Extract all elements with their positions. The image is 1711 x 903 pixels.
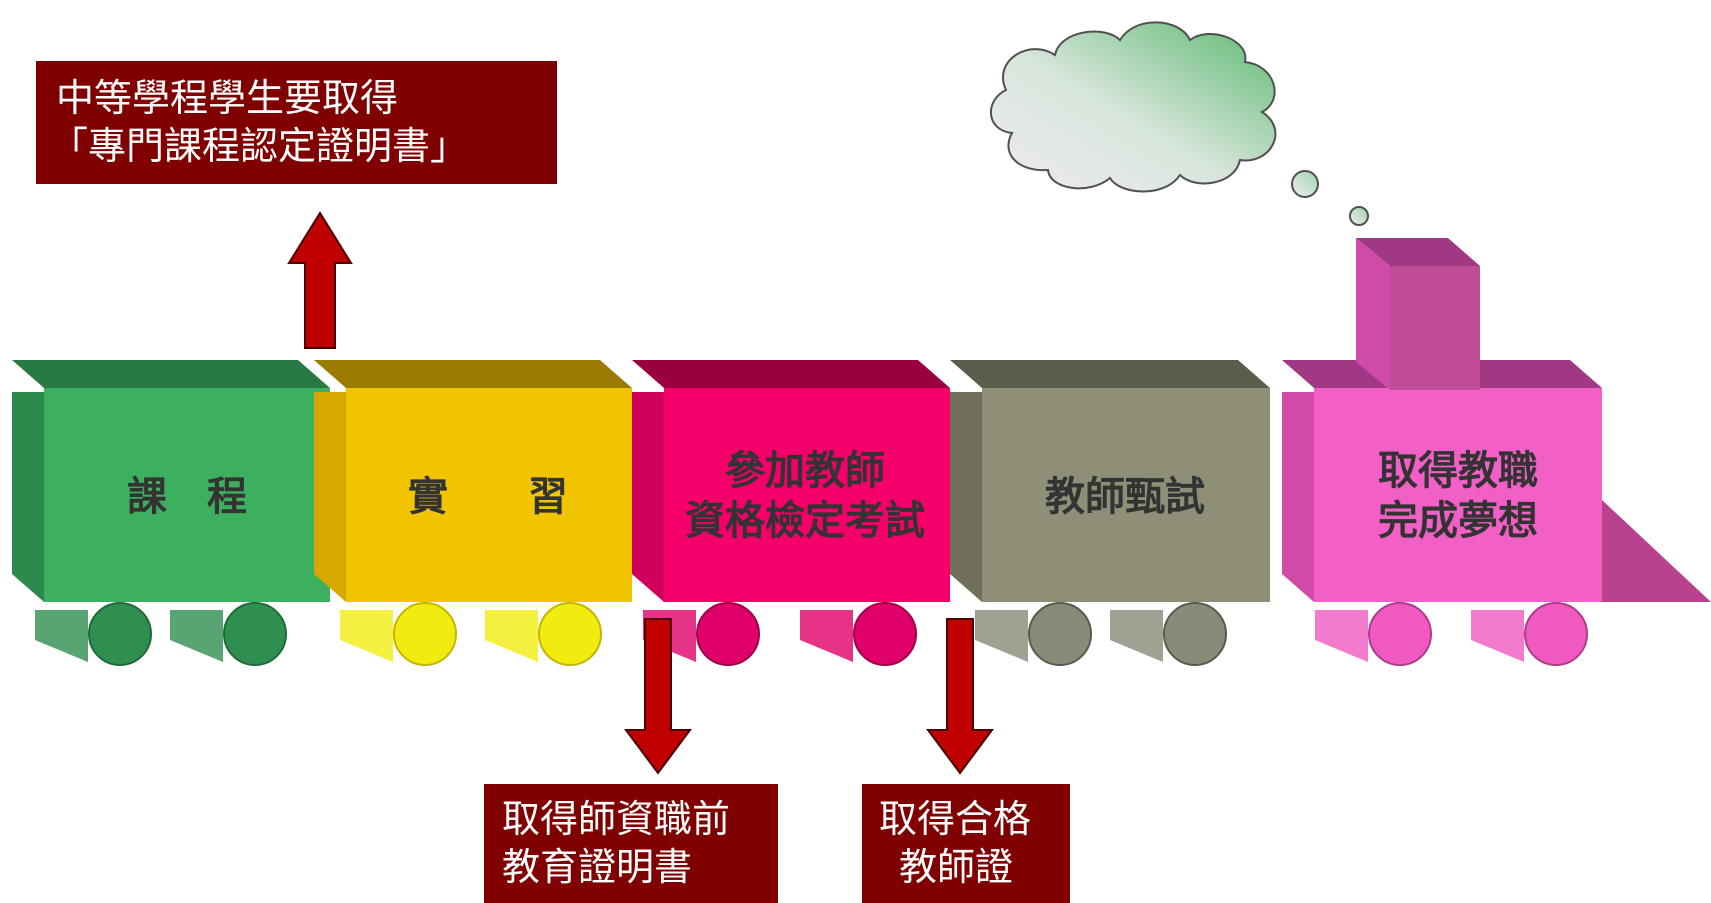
- arrow-down-qualification: [926, 618, 994, 775]
- car-internship: [314, 360, 632, 602]
- cloud-puff-medium: [1349, 206, 1369, 226]
- car-side: [1282, 392, 1314, 602]
- car-qualification: [632, 360, 950, 602]
- car-front: [44, 388, 330, 602]
- wheel-course-1: [35, 602, 152, 666]
- car-qualification-line2: 資格檢定考試: [685, 498, 925, 544]
- wheel-hub: [853, 602, 917, 666]
- wheel-axle: [340, 610, 393, 662]
- car-top: [314, 360, 632, 388]
- car-top: [632, 360, 950, 388]
- car-career-line1: 取得教職: [1378, 448, 1538, 494]
- wheel-hub: [223, 602, 287, 666]
- wheel-axle: [170, 610, 223, 662]
- callout-bottom-left-line2: 教育證明書: [502, 845, 693, 889]
- arrow-down-internship: [624, 618, 692, 775]
- callout-top-line2: 「專門課程認定證明書」: [50, 124, 469, 168]
- arrow-up-course: [287, 211, 353, 349]
- chimney-top: [1356, 238, 1480, 266]
- wheel-career-1: [1315, 602, 1432, 666]
- car-qualification-line1: 參加教師: [725, 448, 885, 494]
- wheel-axle: [1315, 610, 1368, 662]
- wheel-axle: [975, 610, 1028, 662]
- wheel-hub: [393, 602, 457, 666]
- callout-teacher-certificate: 取得合格 教師證: [862, 784, 1070, 903]
- car-screening: [950, 360, 1270, 602]
- car-career-line2: 完成夢想: [1378, 498, 1538, 544]
- wheel-internship-2: [485, 602, 602, 666]
- car-front: [982, 388, 1270, 602]
- callout-bottom-right-line1: 取得合格: [879, 797, 1032, 841]
- car-label-course: 課 程: [44, 472, 330, 522]
- wheel-screening-2: [1110, 602, 1227, 666]
- wheel-axle: [35, 610, 88, 662]
- wheel-hub: [1368, 602, 1432, 666]
- train-cars: [12, 238, 1711, 602]
- wheel-axle: [1471, 610, 1524, 662]
- callout-specialty-certificate: 中等學程學生要取得 「專門課程認定證明書」: [36, 61, 557, 184]
- car-career: [1282, 238, 1711, 602]
- wheel-hub: [1163, 602, 1227, 666]
- chimney-front: [1390, 266, 1480, 390]
- wheel-axle: [800, 610, 853, 662]
- callout-pre-service-certificate: 取得師資職前 教育證明書: [484, 784, 778, 903]
- car-label-internship: 實 習: [344, 472, 632, 522]
- wheel-axle: [485, 610, 538, 662]
- callout-bottom-left-line1: 取得師資職前: [502, 797, 731, 841]
- car-label-qualification: 參加教師 資格檢定考試: [660, 446, 950, 546]
- car-label-career: 取得教職 完成夢想: [1313, 446, 1603, 546]
- wheel-axle: [1110, 610, 1163, 662]
- thought-cloud: [989, 21, 1410, 248]
- wheel-career-2: [1471, 602, 1588, 666]
- cloud-shape: [989, 21, 1277, 193]
- car-front: [664, 388, 950, 602]
- callout-bottom-right-line2: 教師證: [899, 845, 1014, 889]
- cloud-puff-large: [1291, 170, 1319, 198]
- cowcatcher: [1602, 500, 1711, 602]
- wheel-hub: [1028, 602, 1092, 666]
- car-side: [314, 392, 346, 602]
- wheel-hub: [538, 602, 602, 666]
- car-front: [346, 388, 632, 602]
- car-front: [1314, 388, 1602, 602]
- wheel-hub: [696, 602, 760, 666]
- car-side: [632, 392, 664, 602]
- wheels: [35, 602, 1588, 666]
- wheel-internship-1: [340, 602, 457, 666]
- wheel-course-2: [170, 602, 287, 666]
- car-course: [12, 360, 330, 602]
- chimney-side: [1356, 238, 1390, 390]
- car-course-line1: 課 程: [127, 474, 247, 520]
- wheel-screening-1: [975, 602, 1092, 666]
- wheel-hub: [1524, 602, 1588, 666]
- car-top: [12, 360, 330, 388]
- car-side: [950, 392, 982, 602]
- callout-top-line1: 中等學程學生要取得: [56, 76, 399, 120]
- car-label-screening: 教師甄試: [980, 472, 1270, 522]
- wheel-hub: [88, 602, 152, 666]
- car-internship-line1: 實 習: [408, 474, 568, 520]
- car-top: [950, 360, 1270, 388]
- car-screening-line1: 教師甄試: [1045, 474, 1205, 520]
- wheel-qualification-2: [800, 602, 917, 666]
- car-side: [12, 392, 44, 602]
